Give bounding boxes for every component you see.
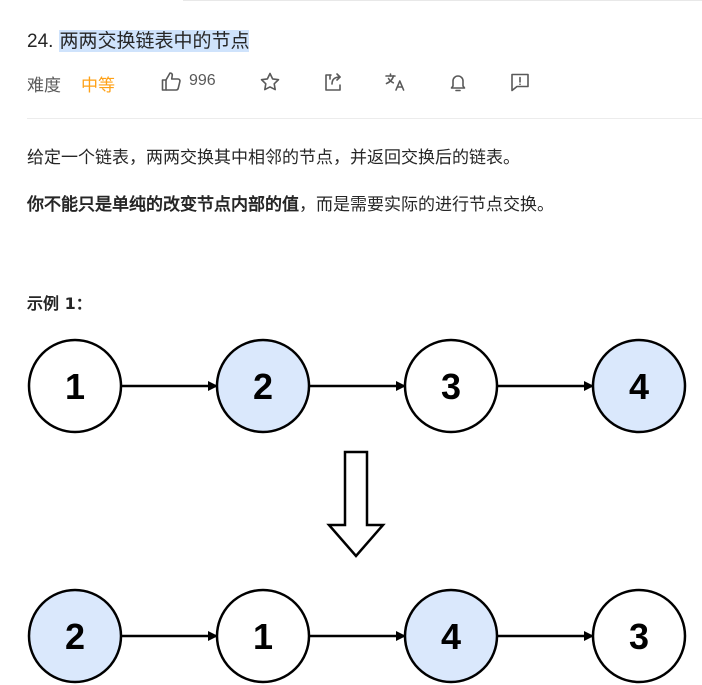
thumbs-up-icon (161, 72, 181, 91)
translate-button[interactable] (383, 70, 407, 94)
translate-icon (385, 73, 405, 91)
like-count: 996 (189, 72, 216, 89)
node-value: 4 (629, 366, 649, 407)
star-icon (260, 72, 280, 91)
description-paragraph-1: 给定一个链表，两两交换其中相邻的节点，并返回交换后的链表。 (27, 148, 520, 168)
example-label: 示例 1： (27, 294, 92, 313)
node-value: 2 (253, 366, 273, 407)
top-divider (183, 0, 702, 1)
feedback-button[interactable] (508, 70, 532, 94)
node-value: 4 (441, 616, 461, 657)
node-value: 2 (65, 616, 85, 657)
node-value: 3 (629, 616, 649, 657)
difficulty-badge: 中等 (81, 76, 115, 96)
node-value: 1 (65, 366, 85, 407)
input-list: 1 2 3 4 (27, 338, 687, 434)
output-list: 2 1 4 3 (27, 588, 687, 684)
share-icon (325, 73, 341, 91)
problem-meta-bar: 难度 中等 996 (27, 66, 702, 98)
description-paragraph-2: 你不能只是单纯的改变节点内部的值，而是需要实际的进行节点交换。 (27, 192, 554, 218)
node-value: 1 (253, 616, 273, 657)
problem-title: 24. 两两交换链表中的节点 (27, 26, 250, 57)
share-button[interactable] (321, 70, 345, 94)
subscribe-button[interactable] (446, 70, 470, 94)
problem-name: 两两交换链表中的节点 (59, 30, 250, 52)
list-node (591, 588, 687, 684)
section-divider (27, 118, 702, 119)
bell-icon (450, 75, 466, 92)
list-node (591, 338, 687, 434)
difficulty-label: 难度 (27, 76, 61, 96)
feedback-icon (511, 73, 529, 92)
description-bold-text: 你不能只是单纯的改变节点内部的值 (27, 195, 299, 215)
transform-arrow-icon (326, 450, 386, 558)
description-rest-text: ，而是需要实际的进行节点交换。 (299, 195, 554, 215)
problem-number: 24. (27, 31, 54, 52)
linked-list-diagram: 1 2 3 4 2 1 4 3 (27, 338, 687, 684)
favorite-button[interactable] (258, 70, 282, 94)
node-value: 3 (441, 366, 461, 407)
